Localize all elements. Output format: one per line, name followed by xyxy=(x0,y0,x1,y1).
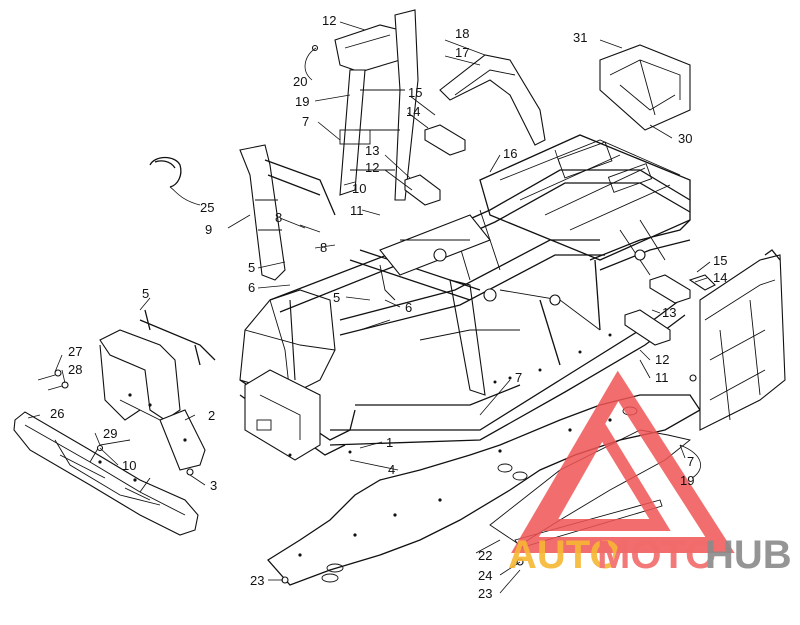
callout-24: 24 xyxy=(478,568,492,583)
callout-5: 5 xyxy=(142,286,149,301)
watermark-word-hub: HUB xyxy=(705,533,792,577)
callout-8: 8 xyxy=(275,210,282,225)
side-bar-drawing xyxy=(239,144,336,281)
leader-lines xyxy=(27,21,711,594)
callout-6: 6 xyxy=(248,280,255,295)
watermark-word-auto: AUTO xyxy=(508,533,621,577)
small-brackets-drawing xyxy=(404,124,716,346)
callout-10: 10 xyxy=(352,181,366,196)
callout-11: 11 xyxy=(655,370,669,385)
callout-11: 11 xyxy=(350,203,364,218)
callout-13: 13 xyxy=(365,143,379,158)
callout-31: 31 xyxy=(573,30,587,45)
watermark-triangle xyxy=(511,370,735,553)
callout-6: 6 xyxy=(405,300,412,315)
front-bracket-drawing xyxy=(99,309,216,471)
callout-7: 7 xyxy=(515,370,522,385)
callout-25: 25 xyxy=(200,200,214,215)
callout-12: 12 xyxy=(365,160,379,175)
callout-labels: 12 20 19 7 10 11 8 8 5 6 5 6 5 25 9 27 2… xyxy=(50,13,727,601)
callout-4: 4 xyxy=(388,462,395,477)
callout-12: 12 xyxy=(655,352,669,367)
callout-20: 20 xyxy=(293,74,307,89)
callout-8: 8 xyxy=(320,240,327,255)
callout-14: 14 xyxy=(713,270,727,285)
callout-18: 18 xyxy=(455,26,469,41)
callout-1: 1 xyxy=(386,435,393,450)
rear-upright-drawing xyxy=(439,54,546,146)
callout-21: 12 xyxy=(322,13,336,28)
watermark-logo: AUTO MOTO HUB xyxy=(508,533,792,577)
callout-29: 29 xyxy=(103,426,117,441)
callout-2: 2 xyxy=(208,408,215,423)
watermark-word-moto: MOTO xyxy=(597,533,716,577)
callout-19: 19 xyxy=(295,94,309,109)
callout-13: 13 xyxy=(662,305,676,320)
callout-30: 30 xyxy=(678,131,692,146)
rear-panel-drawing xyxy=(599,44,691,131)
callout-16: 16 xyxy=(503,146,517,161)
right-side-panel-drawing xyxy=(699,249,786,431)
callout-15: 15 xyxy=(713,253,727,268)
callout-26: 26 xyxy=(50,406,64,421)
callout-15: 15 xyxy=(408,85,422,100)
skid-plate-drawing xyxy=(267,394,701,586)
callout-23: 23 xyxy=(478,586,492,601)
strap-drawing xyxy=(149,156,182,188)
callout-17: 17 xyxy=(455,45,469,60)
hardware-drawing xyxy=(37,44,697,584)
callout-27: 27 xyxy=(68,344,82,359)
seat-back-drawing xyxy=(334,9,419,201)
callout-19: 19 xyxy=(680,473,694,488)
callout-10: 10 xyxy=(122,458,136,473)
callout-22: 22 xyxy=(478,548,492,563)
front-bumper-drawing xyxy=(13,411,199,536)
callout-5: 5 xyxy=(333,290,340,305)
callout-9: 9 xyxy=(205,222,212,237)
callout-23: 23 xyxy=(250,573,264,588)
callout-7: 7 xyxy=(302,114,309,129)
callout-3: 3 xyxy=(210,478,217,493)
main-frame-drawing xyxy=(239,134,691,461)
callout-7: 7 xyxy=(687,454,694,469)
callout-5: 5 xyxy=(248,260,255,275)
callout-14: 14 xyxy=(406,104,420,119)
callout-28: 28 xyxy=(68,362,82,377)
